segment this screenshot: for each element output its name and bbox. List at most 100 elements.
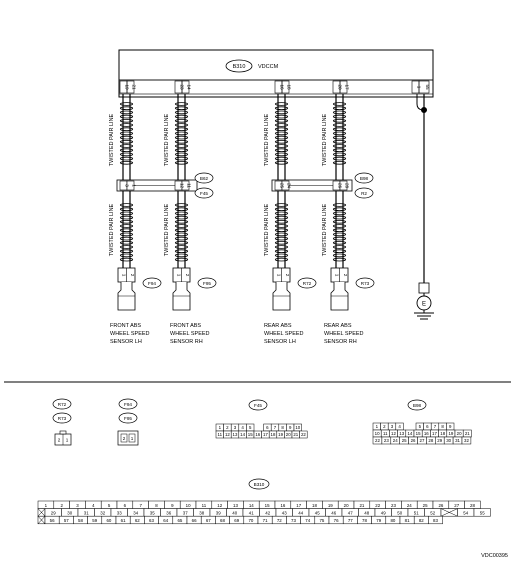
b310-face-pin: 23 [391,503,396,508]
sensor1-line2: WHEEL SPEED [110,331,150,337]
b310-face-pin: 42 [265,510,270,515]
b310-face-pin: 3 [76,503,79,508]
b98-face-pin: 13 [399,431,404,436]
f95-badge [197,277,217,289]
b98-face-pin: 14 [407,431,412,436]
twist-loop [174,110,189,115]
f94-badge-text: F94 [148,281,156,286]
b98-face-pin: 32 [464,438,469,443]
twist-loop [119,220,134,224]
b310-face-pin: 2 [60,503,63,508]
twist-loop [174,207,189,212]
b310-face-pin: 65 [177,518,182,523]
twist-loop [332,135,347,140]
sensor3-pin-2: 2 [285,274,290,277]
b310-face-pin: 32 [100,510,105,515]
pin-21: 21 [132,84,137,90]
twist-loop [332,236,347,241]
f45-face-pin: 11 [218,432,223,437]
twist-loop [119,257,134,262]
twist-loop [274,161,289,165]
twist-loop [274,253,289,258]
pin-16: 16 [280,84,285,90]
diagram-id: VDC00395 [481,553,508,559]
twist-loop [119,148,134,153]
b310-face-pin: 52 [430,510,435,515]
legend-r73-text: R73 [58,416,67,421]
twist-loop [174,249,189,254]
b310-face-pin: 24 [407,503,412,508]
twist-loop [332,156,347,161]
b310-face-pin: 46 [331,510,336,515]
b98-face-pin: 25 [402,438,407,443]
b98-face-cell [461,436,472,445]
twist-loop [119,131,134,136]
twisted-pair-label-1b: TWISTED PAIR LINE [109,203,115,256]
b310-face-pin: 15 [265,503,270,508]
twist-loop [274,211,289,216]
b98-face-pin: 30 [446,438,451,443]
twist-loop [174,123,189,127]
sensor3-pin-1: 1 [277,274,282,277]
b310-face-pin: 30 [67,510,72,515]
b310-face-pin: 80 [390,518,395,523]
f94-badge [142,277,162,289]
b310-face-pin: 45 [315,510,320,515]
pin-23: 23 [180,84,185,90]
twist-loop [274,236,289,241]
twist-loop [174,203,189,207]
b98-face-pin: 8 [441,424,444,429]
b98-face-pin: 3 [391,424,394,429]
sensor-rear-rh [330,267,349,311]
f45-face-pin: 12 [225,432,230,437]
legend-r72-text: R72 [58,402,67,407]
sensor3-line2: WHEEL SPEED [264,331,304,337]
twist-loop [332,140,347,144]
b98-face-pin: 17 [432,431,437,436]
legend-b98-text: B98 [413,403,422,408]
b310-face-pin: 74 [305,518,310,523]
twist-loop [274,152,289,157]
twisted-pair-marks [119,102,347,262]
vdccm-title: VDCCM [258,64,279,70]
f45-face-pin: 22 [301,432,306,437]
legend-f45-badge [248,399,268,411]
twist-loop [119,241,134,245]
twist-loop [274,123,289,127]
b310-face-pin: 18 [312,503,317,508]
twist-loop [332,123,347,127]
legend-b98-badge [407,399,427,411]
ground-circuit [414,94,434,320]
pin-1: 1 [417,86,422,89]
b310-face-pin: 7 [139,503,142,508]
twist-loop [274,102,289,106]
twist-loop [119,114,134,119]
f45-face-pin: 21 [293,432,298,437]
r2-pin-28: 28 [345,183,350,189]
b310-face-pin: 21 [359,503,364,508]
b98-face-pin: 21 [465,431,470,436]
sensor-rear-lh [272,267,291,311]
twist-loop [174,156,189,161]
b310-face-pin: 43 [282,510,287,515]
b310-face-pin: 11 [202,503,207,508]
twist-loop [119,207,134,212]
twist-loop [119,119,134,123]
blank-pin-cross [440,508,458,517]
twist-loop [119,127,134,131]
b98-face-pin: 20 [457,431,462,436]
twist-loop [274,127,289,131]
legend-f45-text: F45 [254,403,262,408]
b310-face-pin: 33 [117,510,122,515]
sensor2-line2: WHEEL SPEED [170,331,210,337]
twist-loop [332,127,347,131]
twist-loop [119,144,134,148]
twist-loop [274,241,289,245]
twist-loop [274,114,289,119]
twist-loop [119,152,134,157]
twist-loop [332,220,347,224]
twist-loop [119,106,134,110]
r2-pin-25: 25 [280,183,285,189]
twist-loop [174,131,189,136]
twist-loop [274,144,289,148]
